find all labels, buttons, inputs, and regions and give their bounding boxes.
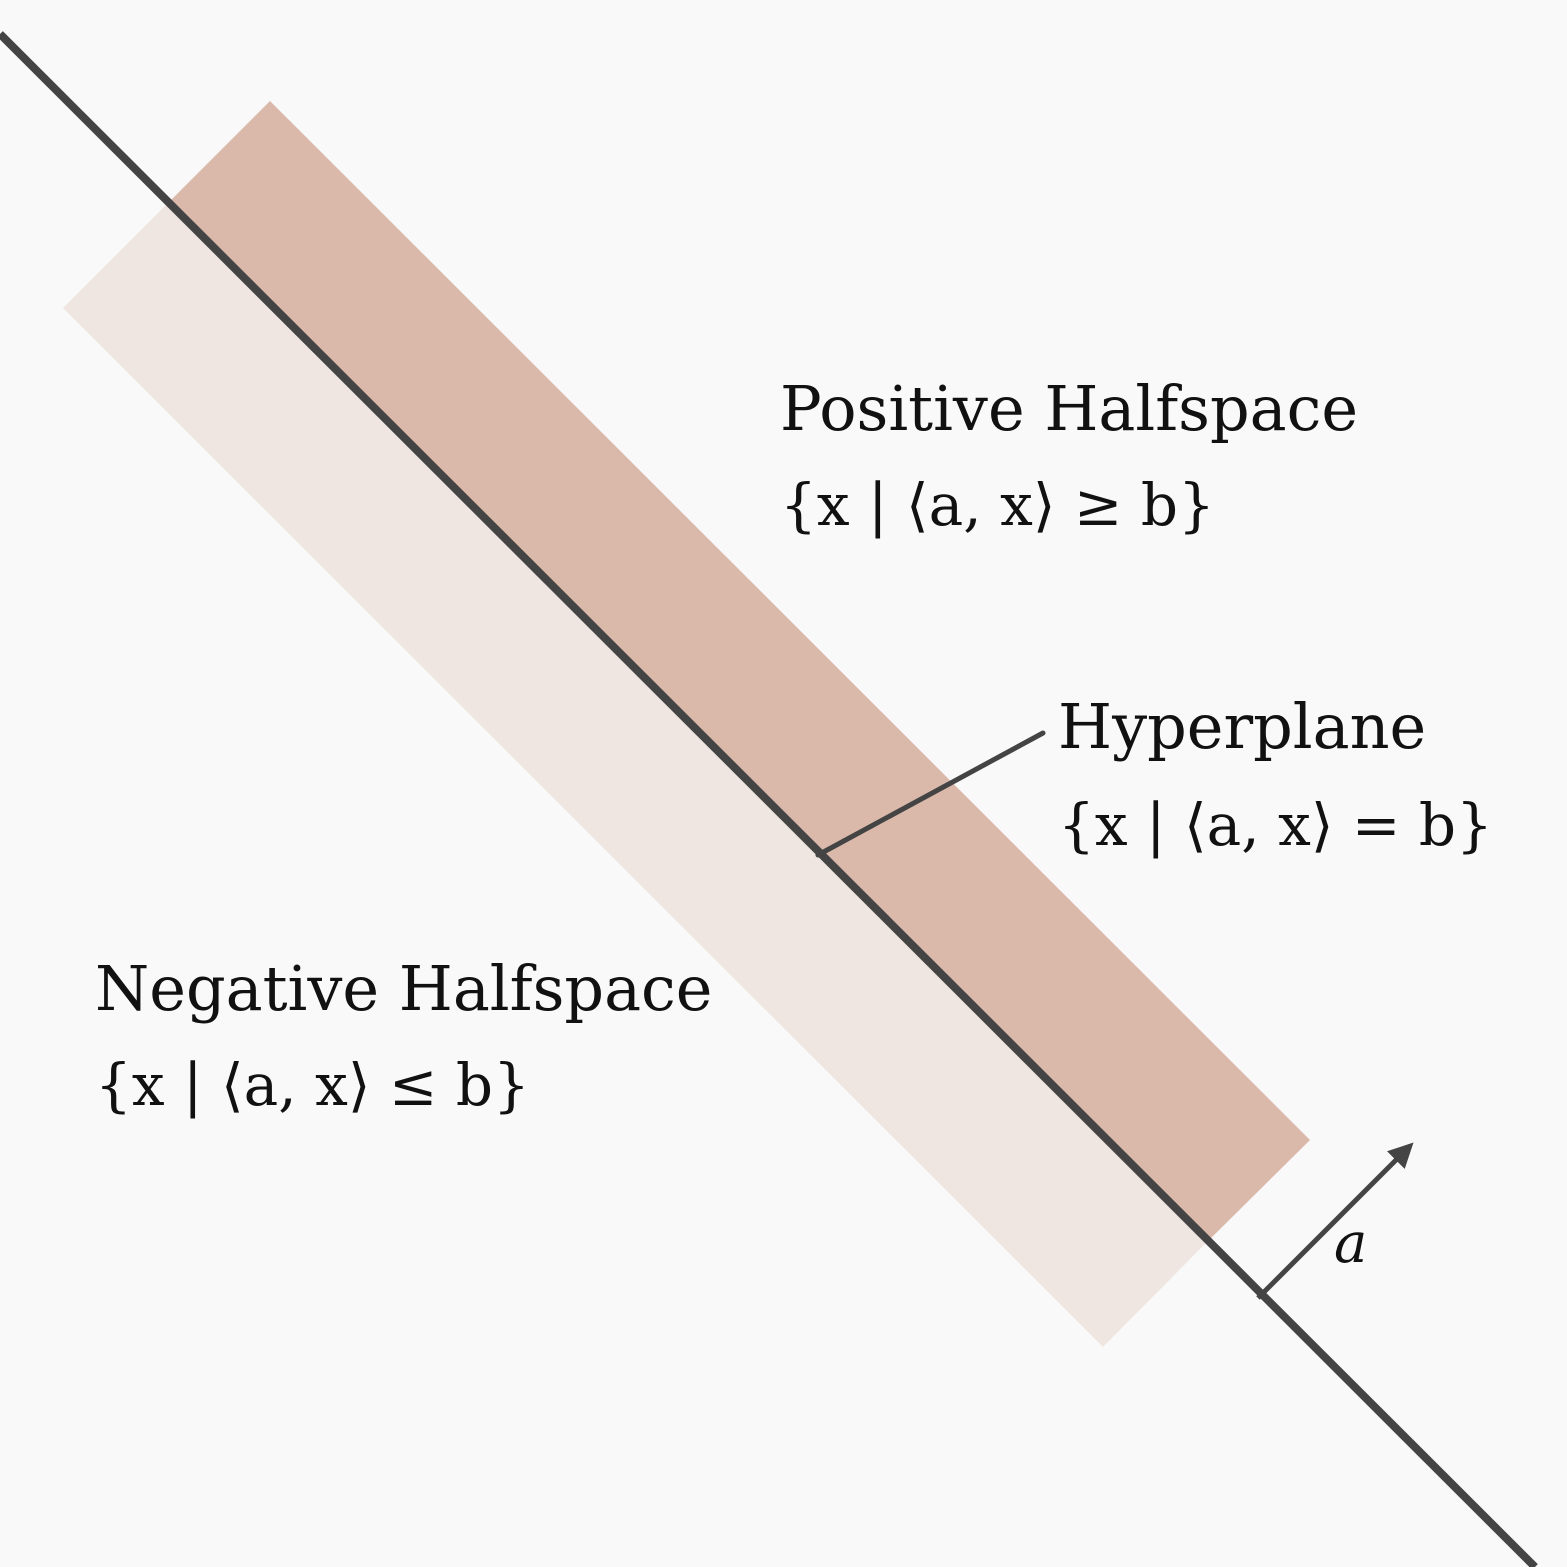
normal-vector-arrow	[1256, 1142, 1414, 1300]
hyperplane-title: Hyperplane	[1058, 690, 1426, 763]
negative-halfspace-title: Negative Halfspace	[95, 952, 712, 1025]
positive-halfspace-title: Positive Halfspace	[780, 372, 1358, 445]
negative-halfspace-set: {x | ⟨a, x⟩ ≤ b}	[95, 1051, 530, 1119]
hyperplane-leader-line	[815, 730, 1046, 858]
normal-vector-label: a	[1334, 1211, 1367, 1276]
negative-halfspace-region	[63, 204, 1206, 1347]
positive-halfspace-region	[167, 101, 1310, 1243]
positive-halfspace-set: {x | ⟨a, x⟩ ≥ b}	[780, 471, 1215, 539]
hyperplane-set: {x | ⟨a, x⟩ = b}	[1058, 791, 1493, 859]
hyperplane-line	[0, 31, 1538, 1567]
